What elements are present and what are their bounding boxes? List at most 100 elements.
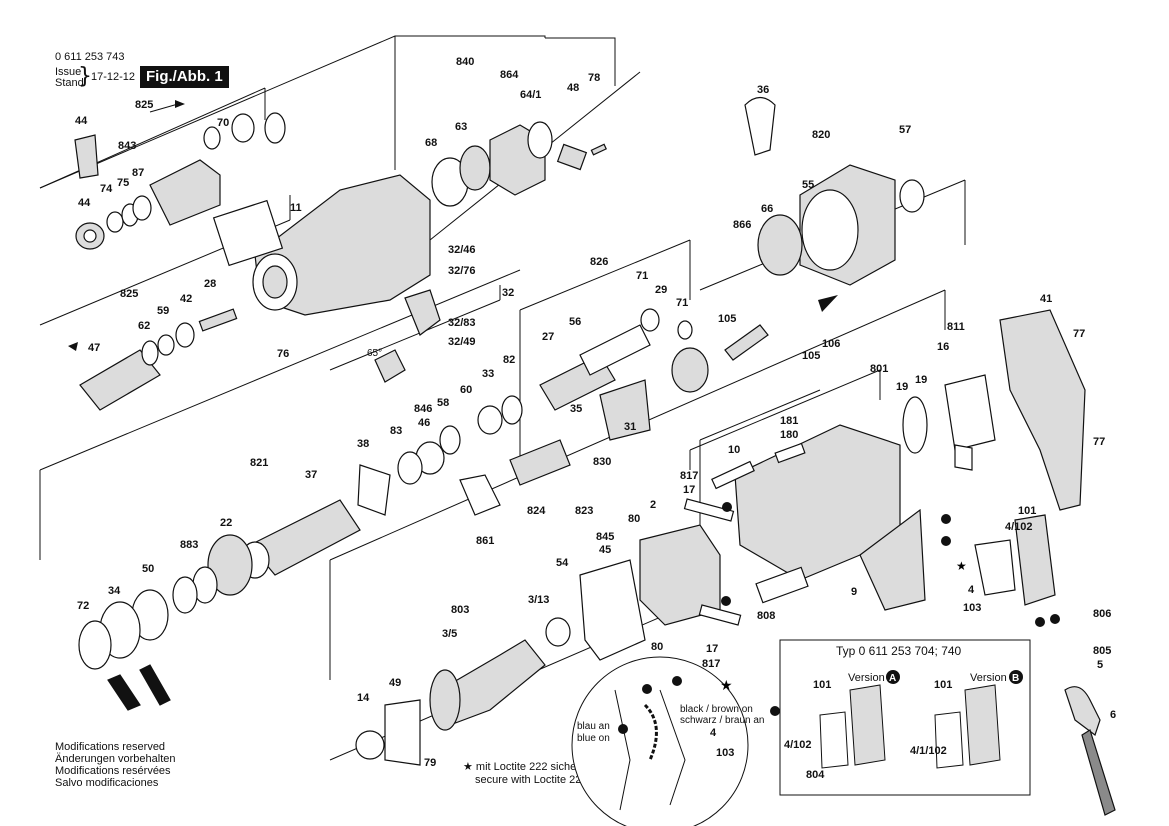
part-label: 14 [357,692,370,704]
marker-x-icon [722,502,732,512]
part-label: 74 [100,183,113,195]
part-label: 44 [75,115,88,127]
wiring-text: black / brown on [680,704,753,715]
part-48-plate [556,143,588,171]
part-label: 16 [937,341,949,353]
wiring-text: schwarz / braun an [680,715,765,726]
part-label: 71 [636,270,648,282]
part-47-spindle [79,349,161,411]
part-861 [459,474,501,516]
note-line: Änderungen vorbehalten [55,753,176,765]
part-label: 33 [482,368,494,380]
part-label: 80 [628,513,640,525]
part-label: 105 [802,350,820,362]
marker-1-icon [1035,617,1045,627]
part-label: 42 [180,293,192,305]
part-label: 103 [963,602,981,614]
star-icon: ★ [956,559,967,573]
marker-y-icon [721,596,731,606]
part-label: 83 [390,425,402,437]
angle-label: 65° [367,348,382,359]
part-label: 72 [77,600,89,612]
type-title: Typ 0 611 253 704; 740 [836,644,962,658]
part-label: 3/13 [528,594,549,606]
part-31-gear [599,379,651,441]
star-icon: ★ [720,678,733,694]
part-label: 821 [250,457,268,469]
marker-2-icon [1050,614,1060,624]
part-label: 41 [1040,293,1052,305]
part-label: 105 [718,313,736,325]
arrow-icon [818,295,838,312]
part-label: 57 [899,124,911,136]
part-label: 817 [702,658,720,670]
brace-glyph: } [78,64,92,89]
part-label: 825 [135,99,153,111]
part-4-switch [1014,514,1056,606]
part-label: 76 [277,348,289,360]
leader-line [545,37,616,86]
part-label: 44 [78,197,91,209]
part-label: 82 [503,354,515,366]
part-label: 823 [575,505,593,517]
note-line: Modifications resérvées [55,765,171,777]
issue-label: Issue [55,66,82,78]
part-label: 103 [716,747,734,759]
part-label: 54 [556,557,569,569]
part-label: 864 [500,69,519,81]
part-label: 32/76 [448,265,476,277]
part-label: 840 [456,56,474,68]
part-label: 106 [822,338,840,350]
part-label: 63 [455,121,467,133]
figure-label: Fig./Abb. 1 [140,66,229,88]
part-label: 35 [570,403,582,415]
marker-1-icon [618,724,628,734]
wiring-text: blue on [577,733,610,744]
part-label: 45 [599,544,611,556]
issue-date: 17-12-12 [91,71,136,83]
part-label: 17 [683,484,695,496]
part-label: 36 [757,84,769,96]
part-5-cable-guard [1064,686,1101,736]
part-label: 49 [389,677,401,689]
arrow-icon [68,342,78,351]
part-label: 31 [624,421,636,433]
part-label: 830 [593,456,611,468]
part-label: 2 [650,499,656,511]
modifications-notes: Modifications reserved Änderungen vorbeh… [55,741,175,789]
part-label: 9 [851,586,857,598]
part-label: 4/102 [1005,521,1033,533]
part-label: 56 [569,316,581,328]
part-label: 62 [138,320,150,332]
part-label: 4 [710,727,717,739]
part-32-lever [404,289,441,336]
part-16-brush-holder [944,374,996,451]
part-label: 811 [947,321,965,333]
svg-text:A: A [889,673,896,684]
part-label: 79 [424,757,436,769]
part-label: 32/46 [448,244,476,256]
part-label: 70 [217,117,229,129]
part-label: 32/49 [448,336,476,348]
part-label: 87 [132,167,144,179]
part-label: 5 [1097,659,1103,671]
part-label: 801 [870,363,888,375]
part-label: 71 [676,297,688,309]
part-label: 34 [108,585,121,597]
part-label: 58 [437,397,449,409]
part-label: 861 [476,535,494,547]
star-icon: ★ [463,761,476,773]
part-label: 68 [425,137,437,149]
part-824-shaft [509,439,571,486]
part-label: 77 [1073,328,1085,340]
arrow-icon [175,100,185,108]
part-label: 6 [1110,709,1116,721]
part-9-handle-grip [859,508,926,611]
part-label: 181 [780,415,798,427]
part-label: 27 [542,331,554,343]
part-label: 10 [728,444,740,456]
part-105-spring [724,324,769,361]
part-49-baffle [384,699,421,766]
part-label: 824 [527,505,546,517]
part-label: 866 [733,219,751,231]
